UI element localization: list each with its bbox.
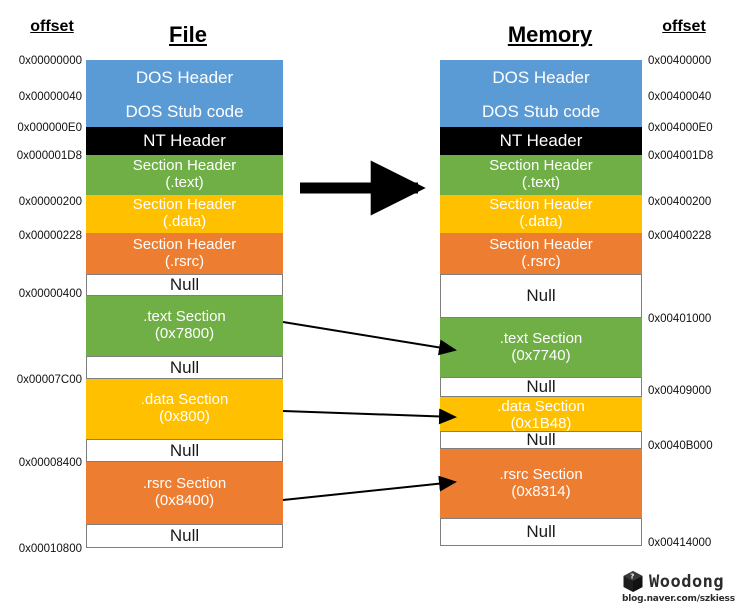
block-label: .text Section: [499, 329, 583, 347]
block-label: Section Header: [132, 196, 237, 214]
offset-label-0x00000000: 0x00000000: [18, 55, 82, 67]
svg-text:?: ?: [630, 572, 634, 580]
block-sublabel: (0x7740): [511, 346, 571, 364]
block-label: NT Header: [499, 131, 583, 151]
rsrc-section-mapping: [282, 475, 457, 501]
offset-title-right: offset: [662, 18, 706, 35]
block-sublabel: (.data): [519, 213, 563, 230]
block-label: .data Section: [497, 398, 585, 416]
offset-label-0x004001D8: 0x004001D8: [648, 150, 714, 162]
block-label: .rsrc Section: [142, 475, 227, 493]
offset-label-0x000001D8: 0x000001D8: [16, 150, 82, 162]
block-section-header-data-4: Section Header(.data): [86, 195, 283, 233]
block-label: Null: [526, 286, 556, 306]
block-label: Null: [526, 522, 556, 542]
block-label: DOS Stub code: [481, 101, 601, 121]
block-sublabel: (.rsrc): [164, 252, 205, 270]
block-label: .data Section: [140, 391, 229, 409]
block-null-6: Null: [440, 274, 642, 318]
block-text-section-0x7740-7: .text Section(0x7740): [440, 318, 642, 377]
block-data-section-0x1B48-9: .data Section(0x1B48): [440, 397, 642, 435]
offset-label-0x00000228: 0x00000228: [18, 230, 82, 242]
block-section-header-text-3: Section Header(.text): [440, 155, 642, 195]
block-nt-header-2: NT Header: [440, 127, 642, 155]
block-sublabel: (.text): [165, 174, 204, 191]
block-null-12: Null: [86, 524, 283, 548]
block-section-header-data-4: Section Header(.data): [440, 195, 642, 233]
offset-label-0x0040B000: 0x0040B000: [648, 440, 713, 452]
offset-label-0x00007C00: 0x00007C00: [16, 374, 82, 386]
offset-label-0x00400200: 0x00400200: [648, 196, 712, 208]
block-data-section-0x800-9: .data Section(0x800): [86, 379, 283, 439]
watermark: ? Woodong blog.naver.com/szkiess: [622, 570, 735, 604]
block-label: Null: [169, 526, 200, 546]
block-dos-header-0: DOS Header: [86, 60, 283, 96]
text-section-mapping: [282, 321, 457, 356]
block-null-8: Null: [86, 356, 283, 379]
block-section-header-rsrc-5: Section Header(.rsrc): [440, 233, 642, 274]
offset-label-0x00401000: 0x00401000: [648, 313, 712, 325]
block-sublabel: (0x8314): [511, 482, 571, 500]
block-label: Null: [526, 431, 556, 449]
offset-label-0x004000E0: 0x004000E0: [648, 122, 713, 134]
offset-label-0x00000040: 0x00000040: [18, 91, 82, 103]
offset-label-0x00000400: 0x00000400: [18, 288, 82, 300]
block-label: .text Section: [143, 308, 226, 326]
block-section-header-rsrc-5: Section Header(.rsrc): [86, 233, 283, 274]
block-dos-header-0: DOS Header: [440, 60, 642, 96]
block-label: Section Header: [132, 157, 237, 175]
block-label: Section Header: [489, 196, 593, 214]
block-null-6: Null: [86, 274, 283, 296]
memory-column-title: Memory: [507, 22, 593, 47]
block-label: Section Header: [489, 235, 593, 253]
offset-label-0x00400228: 0x00400228: [648, 230, 712, 242]
block-text-section-0x7800-7: .text Section(0x7800): [86, 296, 283, 356]
offset-label-0x00010800: 0x00010800: [18, 543, 82, 555]
block-sublabel: (0x1B48): [510, 415, 572, 432]
offset-label-0x00008400: 0x00008400: [18, 457, 82, 469]
block-label: DOS Header: [135, 68, 234, 88]
cube-question-icon: ?: [623, 571, 643, 592]
block-label: .rsrc Section: [499, 465, 583, 483]
offset-label-0x000000E0: 0x000000E0: [17, 122, 82, 134]
block-rsrc-section-0x8314-11: .rsrc Section(0x8314): [440, 449, 642, 518]
offset-label-0x00400040: 0x00400040: [648, 91, 712, 103]
offset-label-0x00000200: 0x00000200: [18, 196, 82, 208]
block-null-10: Null: [86, 439, 283, 462]
block-rsrc-section-0x8400-11: .rsrc Section(0x8400): [86, 462, 283, 524]
block-sublabel: (.data): [162, 213, 207, 230]
block-sublabel: (0x7800): [154, 325, 215, 342]
watermark-url: blog.naver.com/szkiess: [622, 594, 735, 604]
block-sublabel: (.rsrc): [521, 252, 561, 270]
block-sublabel: (.text): [521, 174, 561, 191]
block-section-header-text-3: Section Header(.text): [86, 155, 283, 195]
block-dos-stub-code-1: DOS Stub code: [86, 96, 283, 127]
block-label: Null: [169, 440, 200, 460]
block-label: Null: [169, 275, 200, 295]
block-label: Null: [169, 357, 200, 377]
block-null-12: Null: [440, 518, 642, 546]
offset-title-left: offset: [30, 18, 74, 35]
block-sublabel: (0x8400): [154, 492, 215, 509]
block-label: DOS Header: [492, 68, 590, 88]
block-sublabel: (0x800): [159, 408, 210, 425]
file-column-title: File: [169, 22, 207, 47]
block-nt-header-2: NT Header: [86, 127, 283, 155]
block-null-10: Null: [440, 431, 642, 449]
block-label: Section Header: [489, 157, 593, 175]
offset-label-0x00414000: 0x00414000: [648, 537, 712, 549]
data-section-mapping: [282, 408, 457, 425]
block-label: Null: [526, 377, 556, 397]
block-dos-stub-code-1: DOS Stub code: [440, 96, 642, 127]
offset-label-0x00400000: 0x00400000: [648, 55, 712, 67]
block-label: NT Header: [143, 131, 226, 151]
watermark-name: Woodong: [649, 571, 725, 592]
block-label: DOS Stub code: [125, 101, 244, 121]
block-label: Section Header: [132, 235, 237, 253]
offset-label-0x00409000: 0x00409000: [648, 385, 712, 397]
block-null-8: Null: [440, 377, 642, 397]
